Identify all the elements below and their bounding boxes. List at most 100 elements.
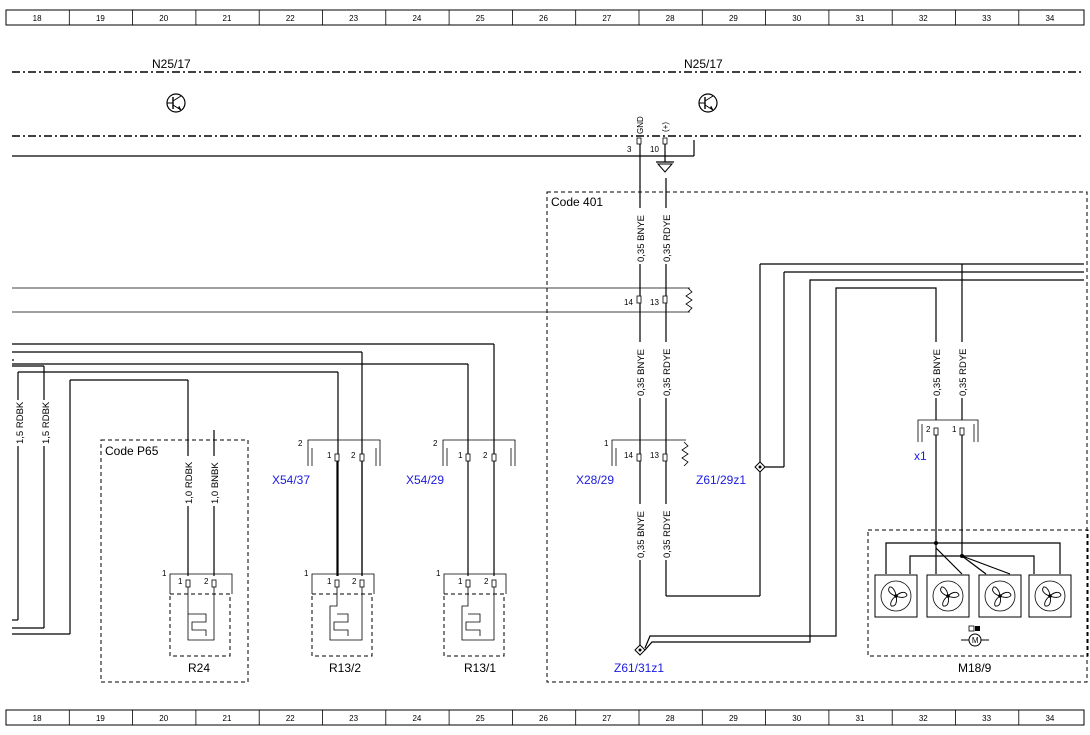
code-p65-label: Code P65 [105,444,159,458]
svg-text:GND: GND [636,116,645,134]
wire-label: 1,0 BNBK [208,456,221,506]
grid-number: 25 [476,14,485,23]
wire-label: 0,35 RDYE [660,342,673,398]
splice-z61-29z1 [754,271,1084,473]
svg-text:1: 1 [952,425,957,434]
grid-number: 26 [539,714,548,723]
wire-label: 1,0 RDBK [182,456,195,506]
module-label-right: N25/17 [684,57,723,71]
grid-number: 30 [792,14,801,23]
svg-text:1,5 RDBK: 1,5 RDBK [41,401,52,444]
svg-text:2: 2 [433,439,438,448]
grid-number: 31 [856,14,865,23]
fan-icon [978,574,1022,618]
grid-number: 30 [792,714,801,723]
svg-text:14: 14 [624,298,633,307]
wire-label: 1,5 RDBK [39,400,52,446]
heating-element: 1 2 1 [304,569,375,657]
svg-text:1: 1 [178,577,183,586]
transistor-icon [698,93,718,113]
module-label-left: N25/17 [152,57,191,71]
grid-number: 23 [349,14,358,23]
transistor-icon [166,93,186,113]
connector-x28-29: 14 13 1 [604,439,689,467]
grid-number: 32 [919,14,928,23]
fan-icon [1028,574,1072,618]
grid-number: 22 [286,14,295,23]
grid-number: 21 [223,14,232,23]
svg-text:(+): (+) [661,122,670,132]
svg-text:M: M [972,636,979,645]
m18-9-region [867,529,1089,657]
grid-number: 26 [539,14,548,23]
grid-number: 25 [476,714,485,723]
harness-break [685,287,693,313]
grid-number: 31 [856,714,865,723]
connector-x54-37: 1 2 2 [298,439,381,466]
grid-number: 20 [159,14,168,23]
fan-icon [926,574,970,618]
svg-text:1,0 RDBK: 1,0 RDBK [184,461,195,504]
connector-label: X28/29 [576,473,614,487]
connector-x1: 2 1 [917,419,979,442]
wire-label: 0,35 BNYE [930,342,943,398]
wire-label: 0,35 RDYE [660,504,673,560]
svg-text:0,35 BNYE: 0,35 BNYE [932,349,943,396]
svg-text:13: 13 [650,451,659,460]
svg-text:2: 2 [352,577,357,586]
grid-number: 19 [96,14,105,23]
svg-text:1: 1 [327,451,332,460]
grid-number: 27 [602,714,611,723]
grid-number: 33 [982,714,991,723]
ground-symbol [656,144,674,173]
svg-text:2: 2 [298,439,303,448]
code-p65-region [100,439,249,683]
svg-text:2: 2 [926,425,931,434]
grid-number: 34 [1045,714,1054,723]
heating-element: 1 2 1 [436,569,507,657]
connector-label: X54/37 [272,473,310,487]
wire-label: 0,35 RDYE [956,342,969,398]
wire-label: 0,35 BNYE [634,208,647,264]
connector-x54-29: 1 2 2 [433,439,516,466]
svg-text:1: 1 [162,569,167,578]
svg-text:1: 1 [327,577,332,586]
svg-text:0,35 RDYE: 0,35 RDYE [662,348,673,396]
grid-number: 23 [349,714,358,723]
grid-number: 29 [729,14,738,23]
svg-text:10: 10 [650,145,659,154]
svg-text:13: 13 [650,298,659,307]
svg-text:2: 2 [484,577,489,586]
svg-text:1: 1 [458,577,463,586]
wire-label: 0,35 BNYE [634,504,647,560]
grid-number: 18 [33,14,42,23]
svg-text:2: 2 [483,451,488,460]
grid-number: 33 [982,14,991,23]
svg-text:2: 2 [351,451,356,460]
splice-z61-31z1 [634,279,1084,656]
splice-label: Z61/29z1 [696,473,746,487]
wire-label: 0,35 RDYE [660,208,673,264]
grid-number: 28 [666,714,675,723]
grid-number: 18 [33,714,42,723]
component-label-r13-2: R13/2 [329,661,361,675]
svg-text:0,35 BNYE: 0,35 BNYE [636,511,647,558]
component-label-m18-9: M18/9 [958,661,992,675]
grid-number: 24 [412,714,421,723]
component-label-r13-1: R13/1 [464,661,496,675]
grid-number: 24 [412,14,421,23]
grid-number: 22 [286,714,295,723]
wire-label: 0,35 BNYE [634,342,647,398]
grid-number: 20 [159,714,168,723]
svg-text:0,35 BNYE: 0,35 BNYE [636,215,647,262]
fan-icon [874,574,918,618]
grid-number: 21 [223,714,232,723]
grid-number: 27 [602,14,611,23]
svg-text:1: 1 [304,569,309,578]
svg-text:1: 1 [604,439,609,448]
svg-text:1: 1 [436,569,441,578]
grid-number: 34 [1045,14,1054,23]
